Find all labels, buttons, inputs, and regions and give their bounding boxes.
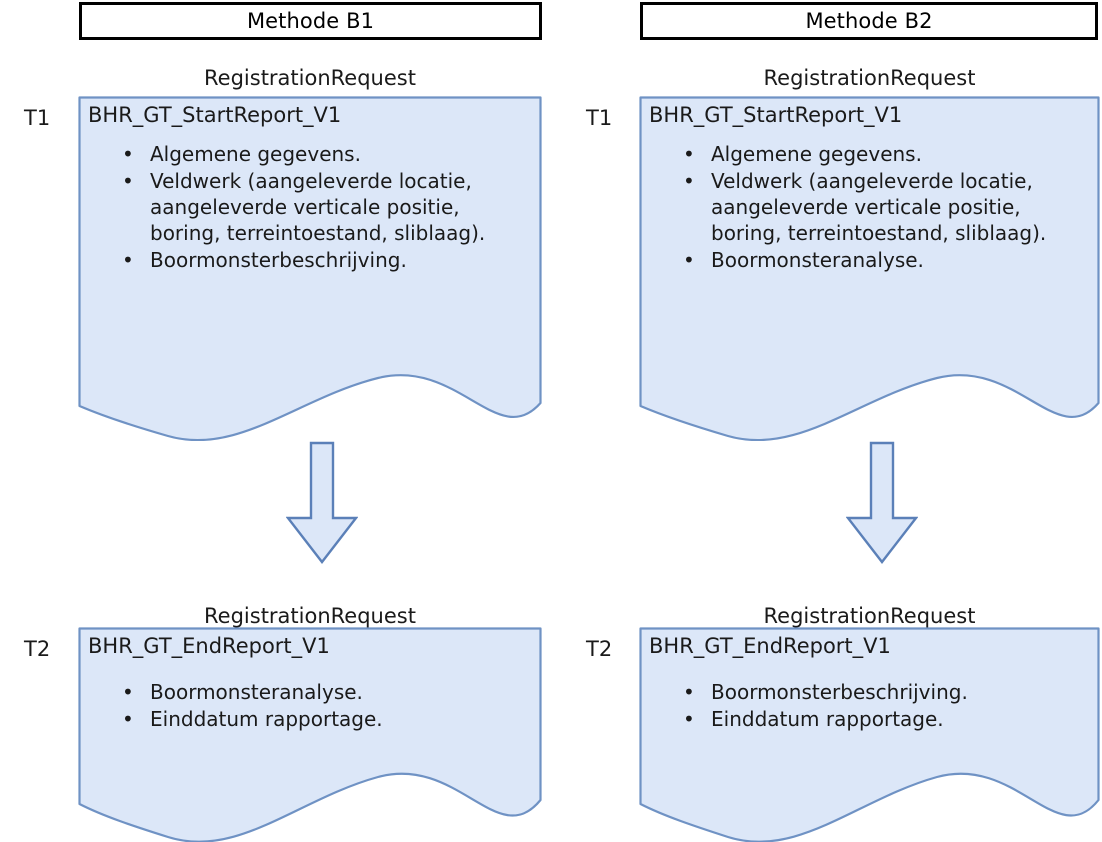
list-item: Veldwerk (aangeleverde locatie, aangelev… bbox=[683, 168, 1090, 247]
list-item: Veldwerk (aangeleverde locatie, aangelev… bbox=[122, 168, 532, 247]
time-label-b1-t1: T1 bbox=[24, 106, 51, 130]
list-item: Einddatum rapportage. bbox=[683, 706, 1090, 733]
document-content-b1-t2: BHR_GT_EndReport_V1 Boormonsteranalyse. … bbox=[78, 627, 542, 732]
list-item: Boormonsteranalyse. bbox=[122, 679, 532, 706]
document-title-b1-t2: BHR_GT_EndReport_V1 bbox=[88, 634, 330, 658]
list-item: Einddatum rapportage. bbox=[122, 706, 532, 733]
registration-request-caption-b2-t1: RegistrationRequest bbox=[763, 66, 976, 90]
list-item: Algemene gegevens. bbox=[122, 141, 532, 168]
list-item: Boormonsterbeschrijving. bbox=[122, 247, 532, 274]
list-item: Boormonsterbeschrijving. bbox=[683, 679, 1090, 706]
document-shape-b2-t1: BHR_GT_StartReport_V1 Algemene gegevens.… bbox=[639, 96, 1100, 441]
list-item: Algemene gegevens. bbox=[683, 141, 1090, 168]
document-title-b2-t1: BHR_GT_StartReport_V1 bbox=[649, 103, 903, 127]
down-arrow-icon bbox=[286, 441, 358, 564]
document-title-b2-t2: BHR_GT_EndReport_V1 bbox=[649, 634, 891, 658]
down-arrow-icon bbox=[846, 441, 918, 564]
registration-request-caption-b1-t2: RegistrationRequest bbox=[204, 604, 416, 628]
document-content-b2-t1: BHR_GT_StartReport_V1 Algemene gegevens.… bbox=[639, 96, 1100, 274]
method-header-b1-label: Methode B1 bbox=[246, 9, 375, 33]
document-shape-b2-t2: BHR_GT_EndReport_V1 Boormonsterbeschrijv… bbox=[639, 627, 1100, 842]
method-header-b2: Methode B2 bbox=[640, 2, 1098, 40]
down-arrow-b1 bbox=[286, 441, 358, 565]
time-label-b2-t1: T1 bbox=[586, 106, 613, 130]
time-label-b1-t2: T2 bbox=[24, 637, 51, 661]
document-bullet-list-b1-t2: Boormonsteranalyse. Einddatum rapportage… bbox=[88, 679, 532, 732]
document-content-b2-t2: BHR_GT_EndReport_V1 Boormonsterbeschrijv… bbox=[639, 627, 1100, 732]
document-content-b1-t1: BHR_GT_StartReport_V1 Algemene gegevens.… bbox=[78, 96, 542, 274]
method-header-b1: Methode B1 bbox=[79, 2, 542, 40]
down-arrow-b2 bbox=[846, 441, 918, 565]
time-label-b2-t2: T2 bbox=[586, 637, 613, 661]
registration-request-caption-b1-t1: RegistrationRequest bbox=[204, 66, 416, 90]
document-bullet-list-b2-t2: Boormonsterbeschrijving. Einddatum rappo… bbox=[649, 679, 1090, 732]
registration-request-caption-b2-t2: RegistrationRequest bbox=[763, 604, 976, 628]
list-item: Boormonsteranalyse. bbox=[683, 247, 1090, 274]
document-bullet-list-b1-t1: Algemene gegevens. Veldwerk (aangeleverd… bbox=[88, 141, 532, 273]
document-shape-b1-t1: BHR_GT_StartReport_V1 Algemene gegevens.… bbox=[78, 96, 542, 441]
document-shape-b1-t2: BHR_GT_EndReport_V1 Boormonsteranalyse. … bbox=[78, 627, 542, 842]
document-bullet-list-b2-t1: Algemene gegevens. Veldwerk (aangeleverd… bbox=[649, 141, 1090, 273]
document-title-b1-t1: BHR_GT_StartReport_V1 bbox=[88, 103, 342, 127]
method-header-b2-label: Methode B2 bbox=[805, 9, 933, 33]
